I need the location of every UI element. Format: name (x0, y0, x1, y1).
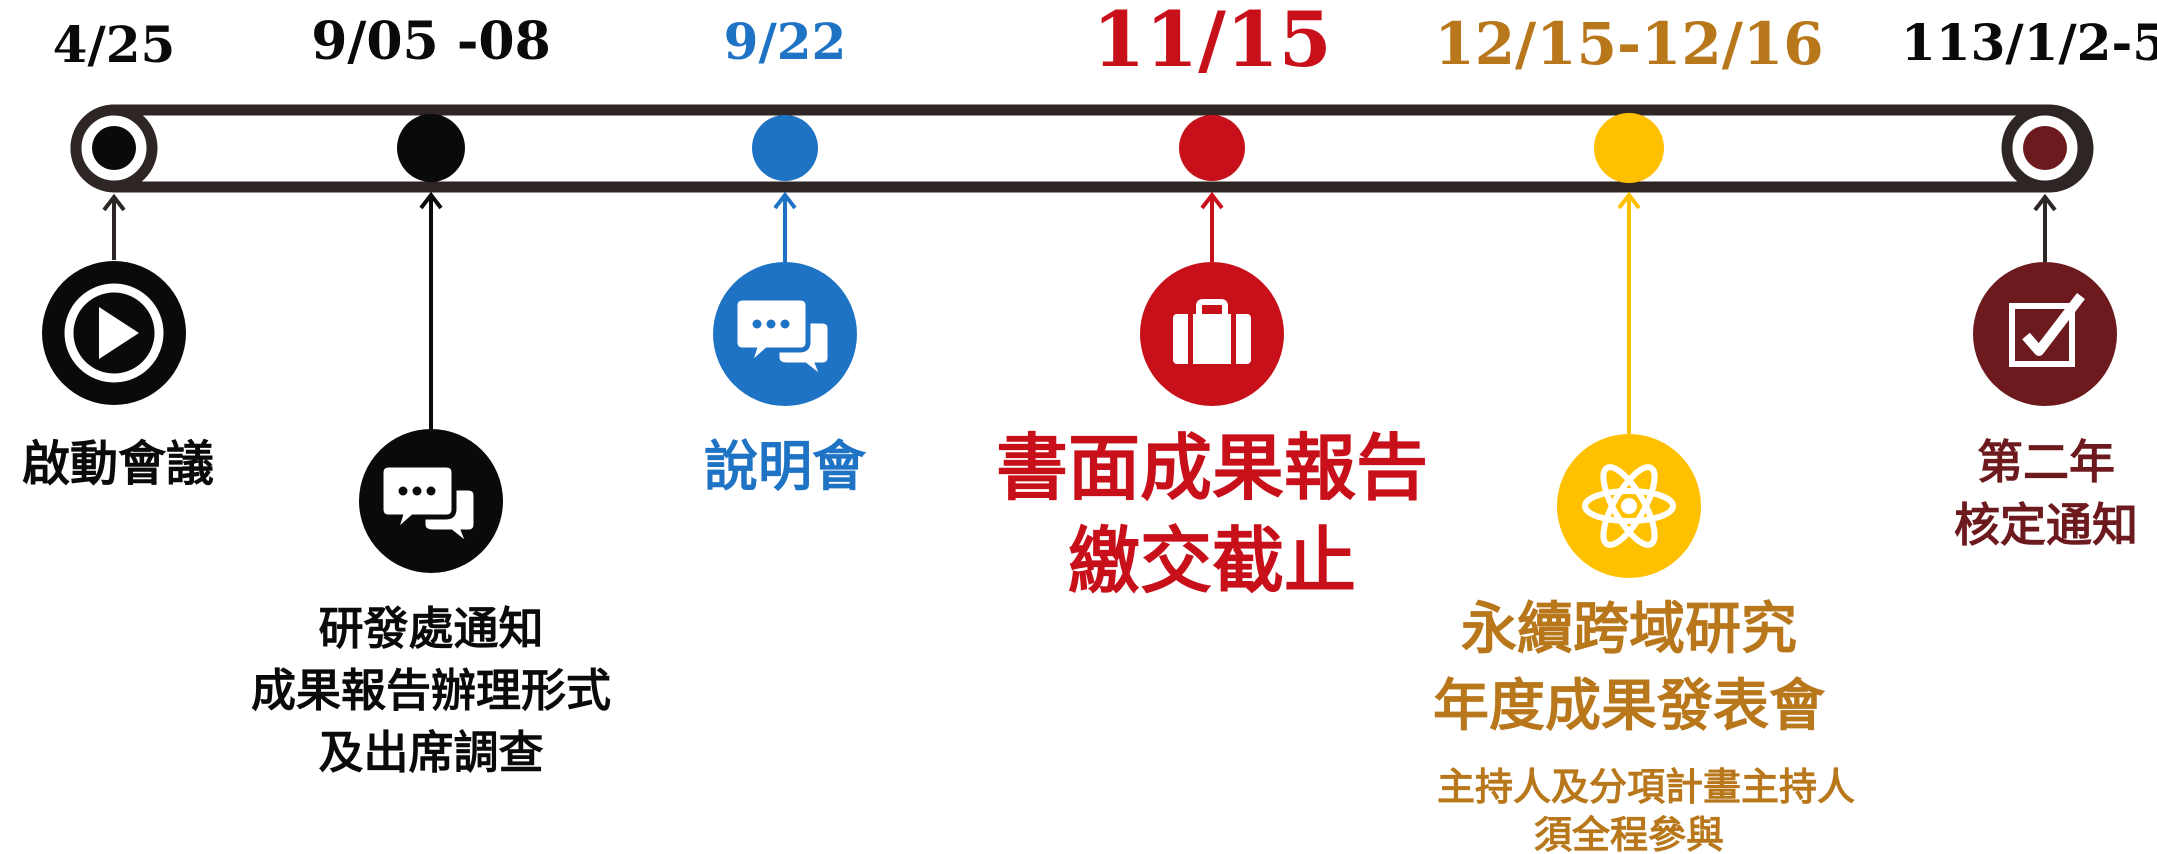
label-second-year-line-2: 核定通知 (1954, 498, 2138, 552)
end-endpoint-dot (2023, 126, 2067, 170)
milestone-dot-rd-notice (397, 114, 465, 182)
checkbox-icon (1973, 262, 2117, 406)
briefcase-icon (1140, 262, 1284, 406)
milestone-dot-annual-presentation (1594, 113, 1664, 183)
connector-rd-notice (419, 191, 443, 435)
connector-annual-presentation (1617, 191, 1641, 440)
date-briefing: 9/22 (724, 12, 847, 71)
label-briefing: 說明會 (704, 435, 867, 498)
chat-icon (359, 429, 503, 573)
label-annual-presentation-line-2: 年度成果發表會 (1433, 674, 1826, 739)
connector-briefing (773, 191, 797, 262)
label-report-deadline-line-1: 書面成果報告 (996, 426, 1428, 510)
atom-icon (1557, 434, 1701, 578)
date-report-deadline: 11/15 (1092, 0, 1331, 84)
milestone-dot-report-deadline (1179, 115, 1245, 181)
connector-kickoff (102, 193, 126, 260)
label-rd-notice-line-2: 成果報告辦理形式 (251, 664, 611, 717)
note-annual-presentation-line-1: 主持人及分項計畫主持人 (1437, 765, 1855, 809)
start-endpoint-dot (92, 126, 136, 170)
connector-second-year (2033, 193, 2057, 262)
label-kickoff: 啟動會議 (22, 436, 214, 492)
play-icon (42, 261, 186, 405)
date-second-year: 113/1/2-5 (1901, 13, 2157, 72)
note-annual-presentation-line-2: 須全程參與 (1534, 813, 1724, 854)
date-kickoff: 4/25 (53, 15, 176, 74)
label-annual-presentation-line-1: 永續跨域研究 (1461, 597, 1797, 662)
chat-icon (713, 262, 857, 406)
milestone-dot-briefing (752, 115, 818, 181)
date-rd-notice: 9/05 -08 (311, 11, 551, 72)
date-annual-presentation: 12/15-12/16 (1434, 10, 1823, 78)
label-second-year-line-1: 第二年 (1977, 435, 2115, 489)
label-report-deadline-line-2: 繳交截止 (1068, 519, 1356, 603)
label-rd-notice-line-3: 及出席調查 (318, 726, 543, 779)
connector-report-deadline (1200, 191, 1224, 262)
timeline-track (70, 104, 2094, 193)
label-rd-notice-line-1: 研發處通知 (318, 602, 543, 655)
